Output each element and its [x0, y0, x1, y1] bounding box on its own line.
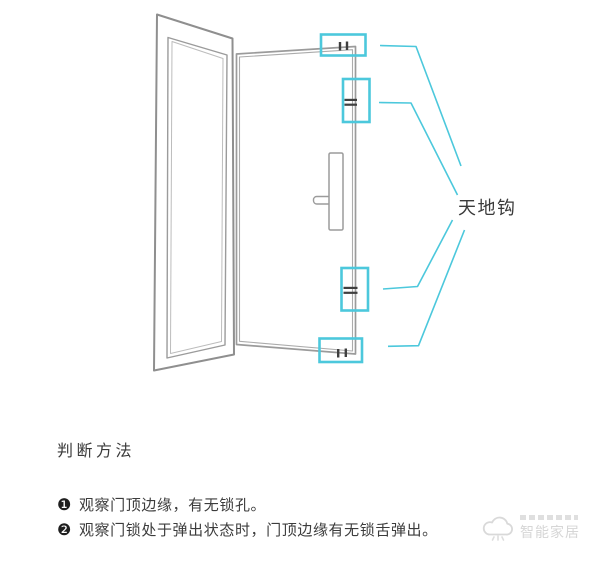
- instruction-item-2: ❷ 观察门锁处于弹出状态时，门顶边缘有无锁舌弹出。: [57, 519, 438, 540]
- instruction-text-2: 观察门锁处于弹出状态时，门顶边缘有无锁舌弹出。: [78, 522, 438, 539]
- highlight-top-edge: [319, 33, 367, 57]
- instruction-text-1: 观察门顶边缘，有无锁孔。: [78, 497, 267, 514]
- highlight-bottom-edge: [318, 337, 364, 364]
- door-frame: [153, 13, 235, 372]
- numbered-bullet-2-icon: ❷: [57, 521, 72, 539]
- highlight-boxes: [318, 33, 371, 364]
- highlight-lower-side: [340, 266, 370, 312]
- numbered-bullet-1-icon: ❶: [57, 496, 72, 514]
- leader-lines: [378, 44, 466, 348]
- watermark-text: 智能家居: [520, 523, 580, 540]
- lock-bolt-ticks: [337, 41, 358, 358]
- watermark-text-block: 智能家居: [520, 514, 580, 542]
- instruction-item-1: ❶ 观察门顶边缘，有无锁孔。: [57, 494, 266, 515]
- tiandigou-label: 天地钩: [458, 198, 517, 218]
- watermark: 智能家居: [481, 511, 580, 545]
- cloud-logo-icon: [482, 516, 513, 541]
- door-handle: [312, 152, 344, 231]
- watermark-small-line: [520, 514, 578, 520]
- door-panel: [235, 45, 357, 355]
- section-title: 判断方法: [57, 443, 136, 460]
- highlight-upper-side: [341, 77, 371, 124]
